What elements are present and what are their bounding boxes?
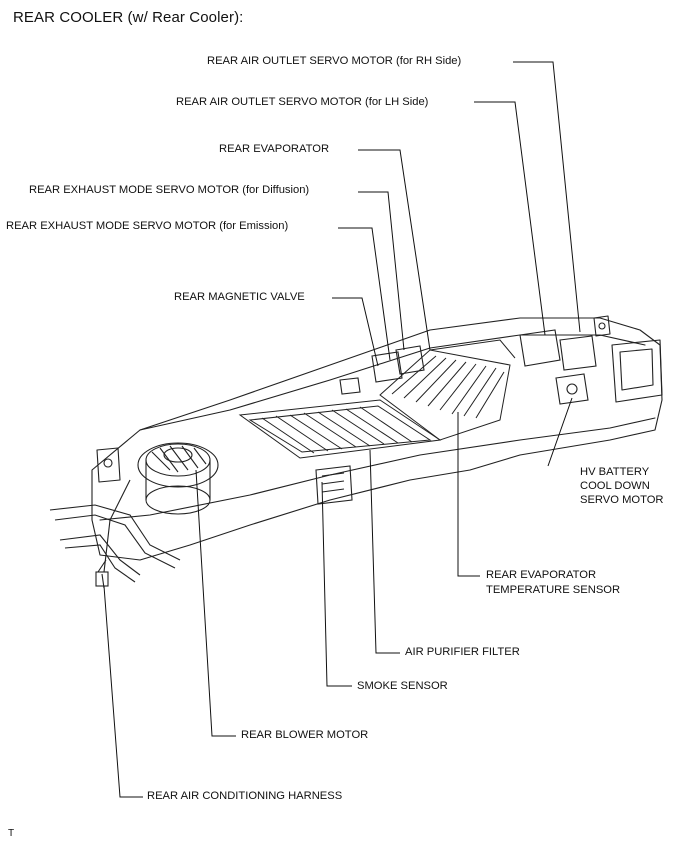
label-exhaust-servo-emission: REAR EXHAUST MODE SERVO MOTOR (for Emiss… xyxy=(6,220,289,232)
evaporator-core-drawing xyxy=(379,339,516,441)
label-outlet-servo-lh: REAR AIR OUTLET SERVO MOTOR (for LH Side… xyxy=(176,96,429,108)
leader-lines xyxy=(103,61,581,798)
leader-outlet-lh xyxy=(474,101,546,336)
label-outlet-servo-rh: REAR AIR OUTLET SERVO MOTOR (for RH Side… xyxy=(207,55,462,67)
filter-panel-drawing xyxy=(238,399,442,459)
leader-outlet-rh xyxy=(513,61,581,333)
label-rear-evaporator: REAR EVAPORATOR xyxy=(219,143,330,155)
leader-evap-temp xyxy=(457,412,480,577)
label-evap-temp-line2: TEMPERATURE SENSOR xyxy=(486,584,621,596)
leader-magnetic-valve xyxy=(332,297,379,367)
label-ac-harness: REAR AIR CONDITIONING HARNESS xyxy=(147,790,343,802)
leader-exhaust-emission xyxy=(338,227,391,361)
label-hv-battery-line1: HV BATTERY xyxy=(580,466,650,478)
label-exhaust-servo-diffusion: REAR EXHAUST MODE SERVO MOTOR (for Diffu… xyxy=(29,184,310,196)
leader-blower-motor xyxy=(195,469,236,737)
right-servos-drawing xyxy=(519,329,597,405)
leader-harness xyxy=(103,585,143,798)
label-magnetic-valve: REAR MAGNETIC VALVE xyxy=(174,291,305,303)
middle-servos-drawing xyxy=(339,345,425,395)
leader-air-purifier xyxy=(369,449,400,654)
leader-hv-battery xyxy=(547,397,573,467)
label-hv-battery-line2: COOL DOWN xyxy=(580,480,650,492)
harness-tubes-drawing xyxy=(49,479,181,589)
label-air-purifier-filter: AIR PURIFIER FILTER xyxy=(405,646,520,658)
label-evap-temp-line1: REAR EVAPORATOR xyxy=(486,569,597,581)
label-hv-battery-line3: SERVO MOTOR xyxy=(580,494,664,506)
corner-mark: T xyxy=(8,828,15,839)
label-smoke-sensor: SMOKE SENSOR xyxy=(357,680,448,692)
left-bracket xyxy=(96,447,121,483)
blower-motor-drawing xyxy=(137,442,219,515)
right-end-box xyxy=(611,339,663,403)
leader-exhaust-diffusion xyxy=(358,191,405,351)
leader-evaporator xyxy=(358,149,431,351)
housing-lower-edge xyxy=(99,417,656,521)
leader-smoke-sensor xyxy=(321,481,352,687)
label-blower-motor: REAR BLOWER MOTOR xyxy=(241,729,369,741)
diagram-title: REAR COOLER (w/ Rear Cooler): xyxy=(13,9,244,26)
smoke-sensor-drawing xyxy=(315,465,353,505)
